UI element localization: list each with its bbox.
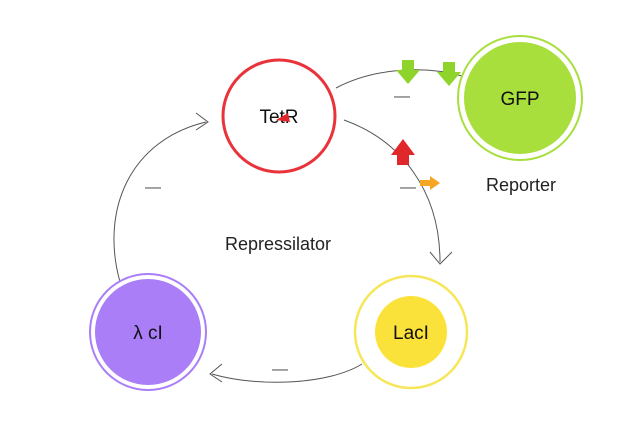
laci-label: LacI <box>393 323 429 344</box>
inhibition-mark: — <box>400 179 416 196</box>
edge-arrowhead-tetr <box>195 112 209 131</box>
node-tetr: TetR <box>221 58 337 174</box>
reporter-label: Reporter <box>486 175 556 195</box>
edge-arrowhead-laci <box>429 251 453 265</box>
node-laci: LacI <box>353 274 469 390</box>
down-arrow-icon <box>437 62 461 86</box>
lambda-circle <box>95 279 201 385</box>
tetr-circle <box>221 58 337 174</box>
tetr-label: TetR <box>259 107 298 128</box>
tetr-red-marker-icon <box>276 113 290 122</box>
inhibition-marks: — — — — <box>145 88 416 378</box>
edge-lambda-to-tetr <box>113 121 207 283</box>
up-arrow-icon <box>391 139 415 165</box>
gfp-circle <box>464 42 576 154</box>
inhibition-mark: — <box>272 361 288 378</box>
laci-circle <box>375 296 447 368</box>
signal-arrows <box>391 60 461 190</box>
gfp-label: GFP <box>500 89 539 110</box>
inhibition-mark: — <box>394 88 410 105</box>
node-lambda-ci: λ cI <box>89 273 207 391</box>
right-arrow-icon <box>420 176 440 190</box>
edge-laci-to-lambda <box>211 363 363 383</box>
edge-tetr-to-laci <box>343 119 441 263</box>
down-arrow-icon <box>396 60 420 84</box>
edge-arrowhead-lambda <box>209 363 223 383</box>
node-gfp: GFP <box>457 35 583 161</box>
lambda-label: λ cI <box>133 323 163 344</box>
center-label: Repressilator <box>225 234 331 254</box>
inhibition-mark: — <box>145 179 161 196</box>
